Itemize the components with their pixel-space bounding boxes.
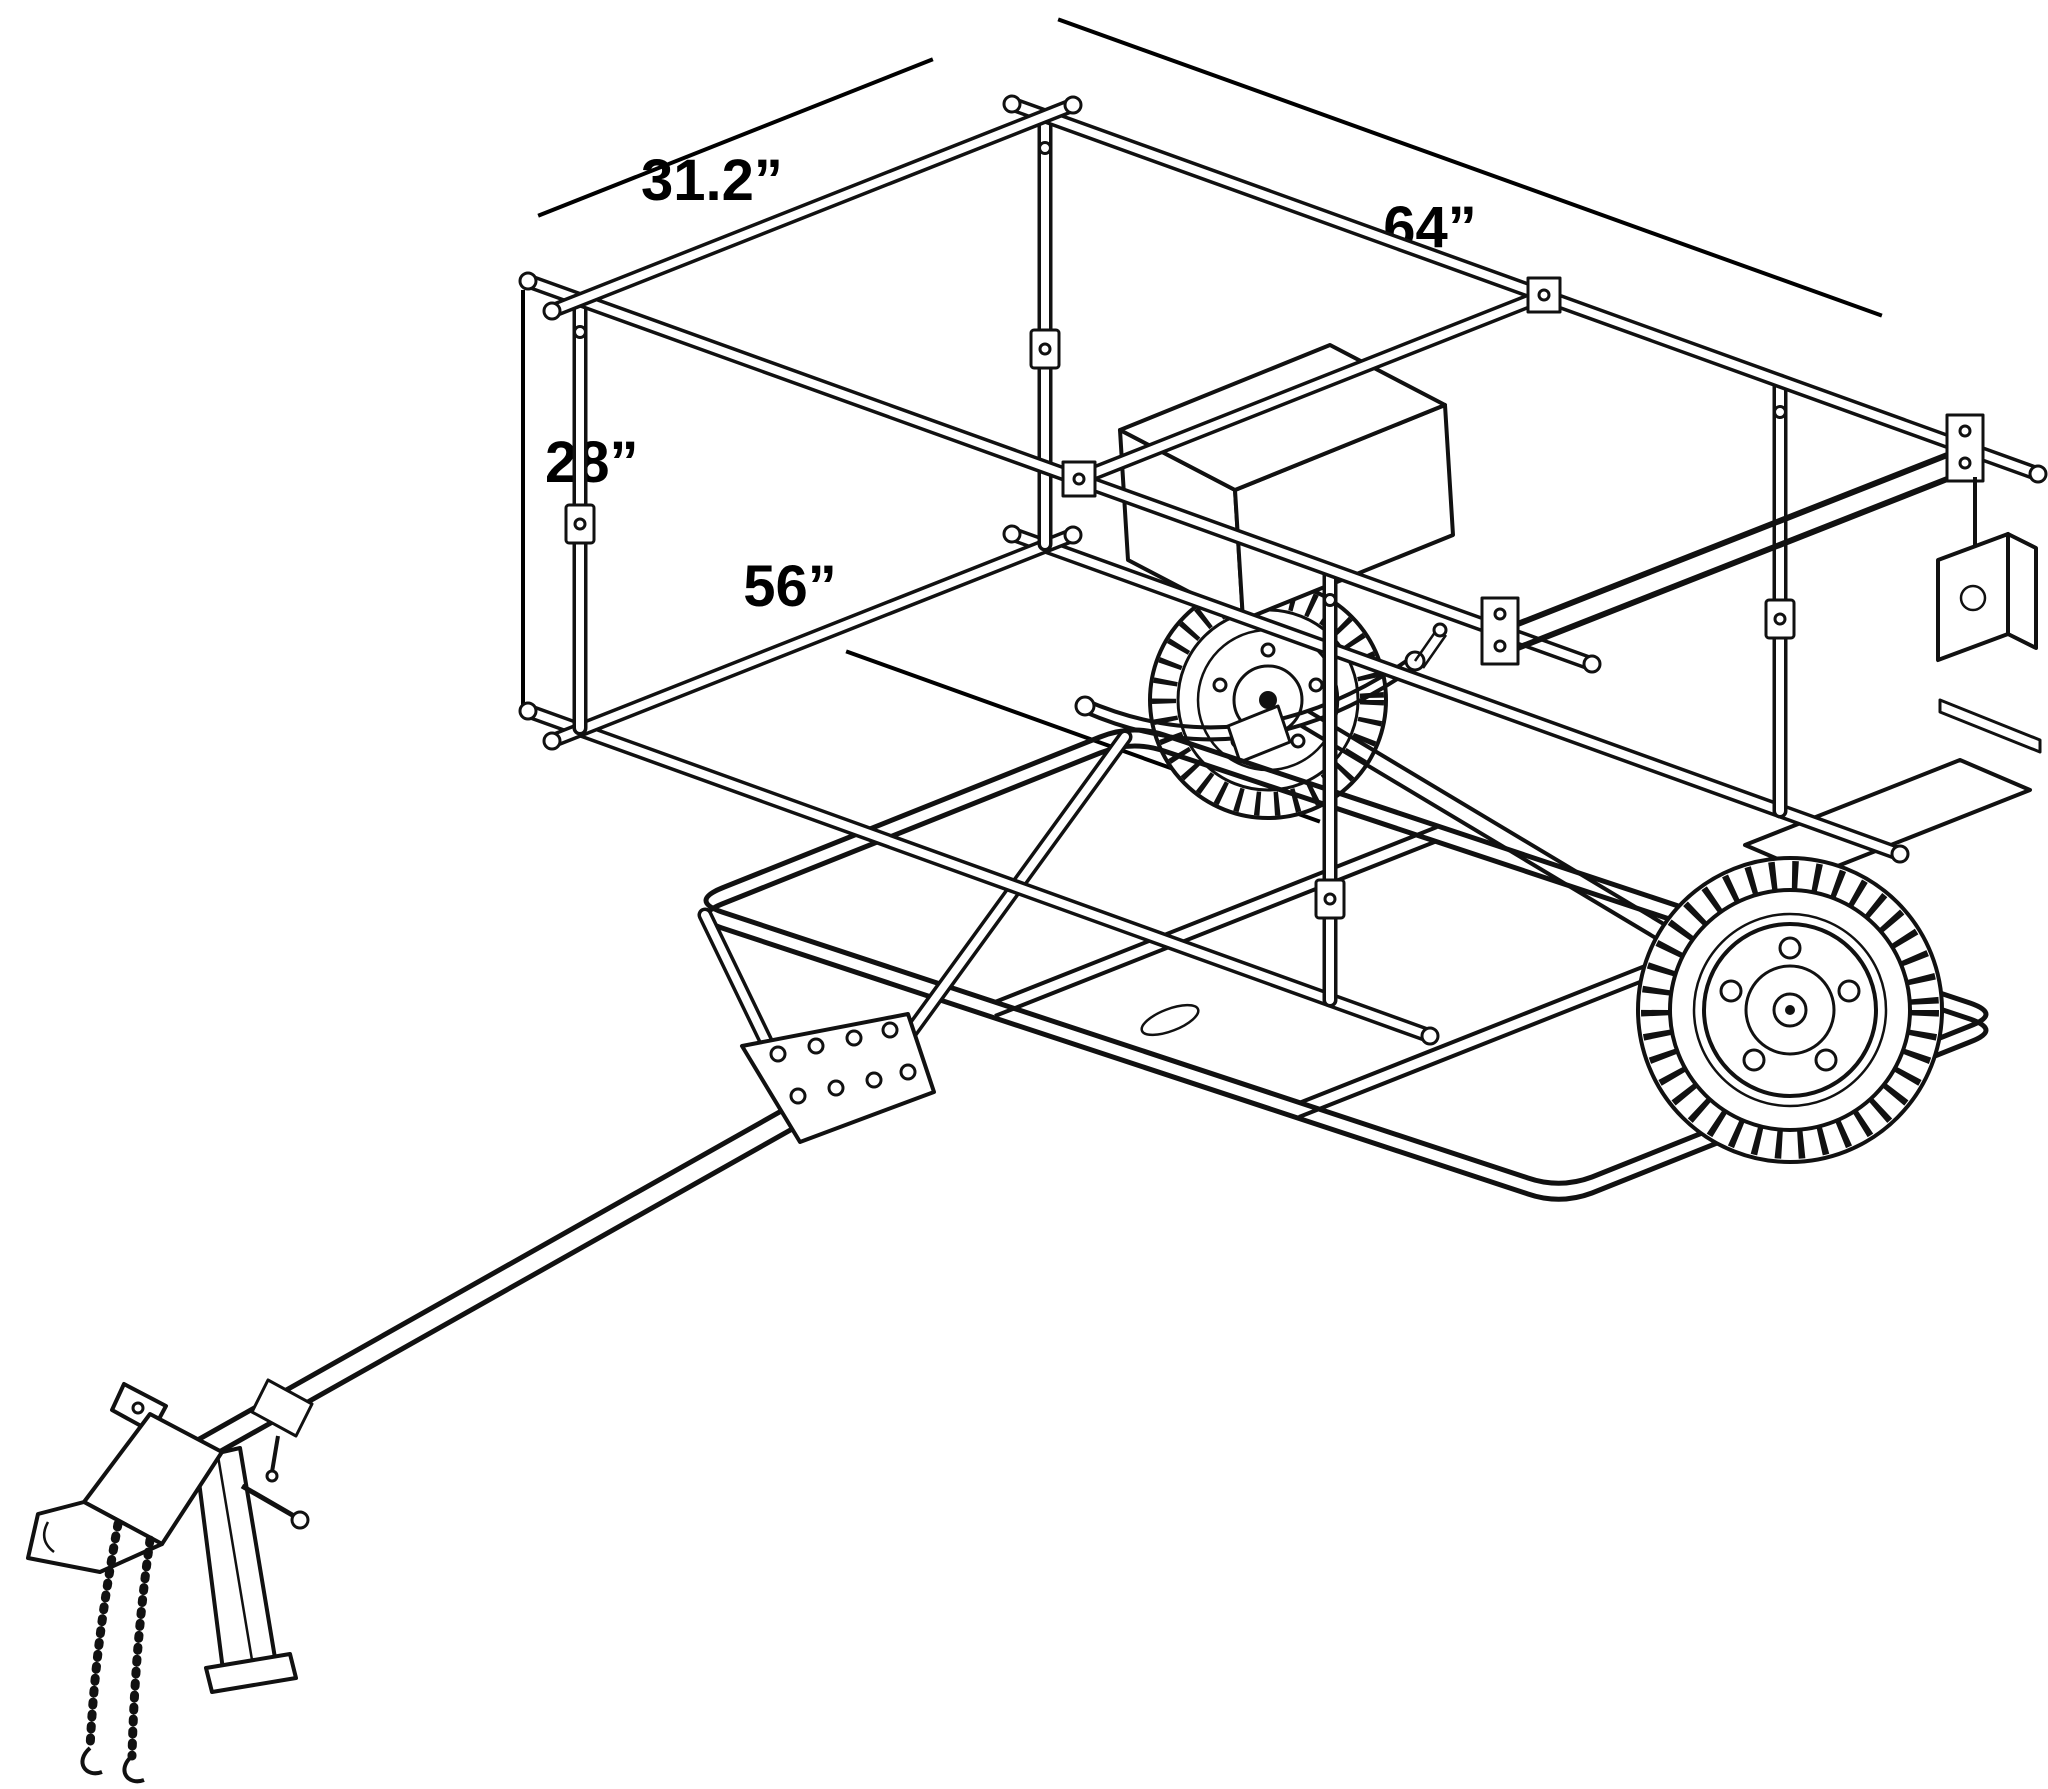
- lug-nut: [1778, 936, 1802, 960]
- tube-end-cap: [1890, 844, 1910, 864]
- bolt: [827, 1079, 845, 1097]
- clamp-pin: [265, 1469, 279, 1483]
- lug-nut: [1260, 642, 1276, 658]
- bracket-front-face: [1936, 532, 2010, 662]
- taillight-lens: [1959, 584, 1987, 612]
- jack-foot: [204, 1652, 298, 1694]
- collar-bolt: [1038, 342, 1052, 356]
- latch-pin: [131, 1401, 145, 1415]
- jack-handle: [240, 1483, 296, 1519]
- rear-crossbar: [1498, 469, 1967, 658]
- lug-nut: [1814, 1048, 1838, 1072]
- tongue-assembly: [26, 729, 1133, 1784]
- dimension-line: [537, 57, 934, 218]
- bolt: [865, 1071, 883, 1089]
- far-wheel: [1148, 580, 1388, 820]
- bolt: [573, 325, 587, 339]
- rail-bracket: [1526, 276, 1562, 314]
- far-tire-tread: [1152, 584, 1384, 816]
- taillight-bracket: [1936, 477, 2042, 754]
- bracket-side-face: [2006, 532, 2038, 650]
- tube-end-cap: [1002, 524, 1022, 544]
- rack-top-frame: [518, 94, 2048, 674]
- tube-end-cap: [542, 301, 562, 321]
- lug-nut: [1290, 733, 1306, 749]
- drawbar-clamp: [250, 1378, 314, 1438]
- bolt: [789, 1087, 807, 1105]
- bolt: [1493, 607, 1507, 621]
- license-strip: [1938, 698, 2042, 754]
- bolt: [1072, 472, 1086, 486]
- hub-center: [1785, 1005, 1795, 1015]
- ball-socket: [42, 1521, 55, 1553]
- rack-posts: [564, 110, 1796, 1008]
- lug-nut: [1837, 979, 1861, 1003]
- collar-bolt: [1773, 612, 1787, 626]
- tube-end-cap: [2028, 464, 2048, 484]
- rack-lower-rails: [518, 524, 1910, 1046]
- bolt: [1493, 639, 1507, 653]
- bolt: [1537, 288, 1551, 302]
- tongue-gusset-plate: [740, 1012, 936, 1144]
- tire-tread: [1641, 861, 1939, 1159]
- chain-hook: [122, 1754, 145, 1784]
- safety-chain: [85, 1519, 123, 1753]
- bolt: [807, 1037, 825, 1055]
- bolt: [1323, 593, 1337, 607]
- bolt: [845, 1029, 863, 1047]
- spring-eye: [1074, 695, 1096, 717]
- bolt: [881, 1021, 899, 1039]
- bolt: [769, 1045, 787, 1063]
- lug-nut: [1719, 979, 1743, 1003]
- bed-slot: [1140, 1003, 1200, 1037]
- lug-nut: [1212, 677, 1228, 693]
- near-wheel: [1636, 856, 1944, 1164]
- fender-top-face: [1118, 343, 1447, 492]
- shackle-bolt: [1432, 622, 1448, 638]
- bolt: [1038, 141, 1052, 155]
- tube-end-cap: [518, 701, 538, 721]
- tube-end-cap: [1063, 95, 1083, 115]
- far-hub-cap: [1259, 691, 1277, 709]
- dimension-label: 31.2”: [641, 148, 783, 213]
- rear-crossbar: [1498, 445, 1967, 634]
- lug-nut: [1308, 677, 1324, 693]
- chain-hook: [80, 1746, 103, 1776]
- dimension-width-top: 31.2”: [537, 57, 934, 218]
- tube-end-cap: [1420, 1026, 1440, 1046]
- tube-end-cap: [518, 271, 538, 291]
- safety-chain: [127, 1535, 155, 1761]
- bolt: [899, 1063, 917, 1081]
- tube-end-cap: [1063, 525, 1083, 545]
- dimension-label: 56”: [743, 554, 837, 619]
- dimension-height: 28”: [521, 290, 639, 714]
- lug-nut: [1742, 1048, 1766, 1072]
- bolt: [1773, 405, 1787, 419]
- fender: [1118, 343, 1455, 622]
- bed-crossmember: [994, 839, 1438, 1018]
- sidewall-ring: [1692, 912, 1888, 1108]
- collar-bolt: [573, 517, 587, 531]
- tube-end-cap: [542, 731, 562, 751]
- jack-handle-knob: [290, 1510, 310, 1530]
- bolt: [1958, 456, 1972, 470]
- spring-clamp: [1226, 704, 1292, 764]
- bolt: [1958, 424, 1972, 438]
- dimension-label: 28”: [545, 430, 639, 495]
- collar-bolt: [1323, 892, 1337, 906]
- dimension-line: [1057, 17, 1883, 318]
- tube-end-cap: [1002, 94, 1022, 114]
- bed-crossmember: [994, 825, 1438, 1004]
- tube-end-cap: [1582, 654, 1602, 674]
